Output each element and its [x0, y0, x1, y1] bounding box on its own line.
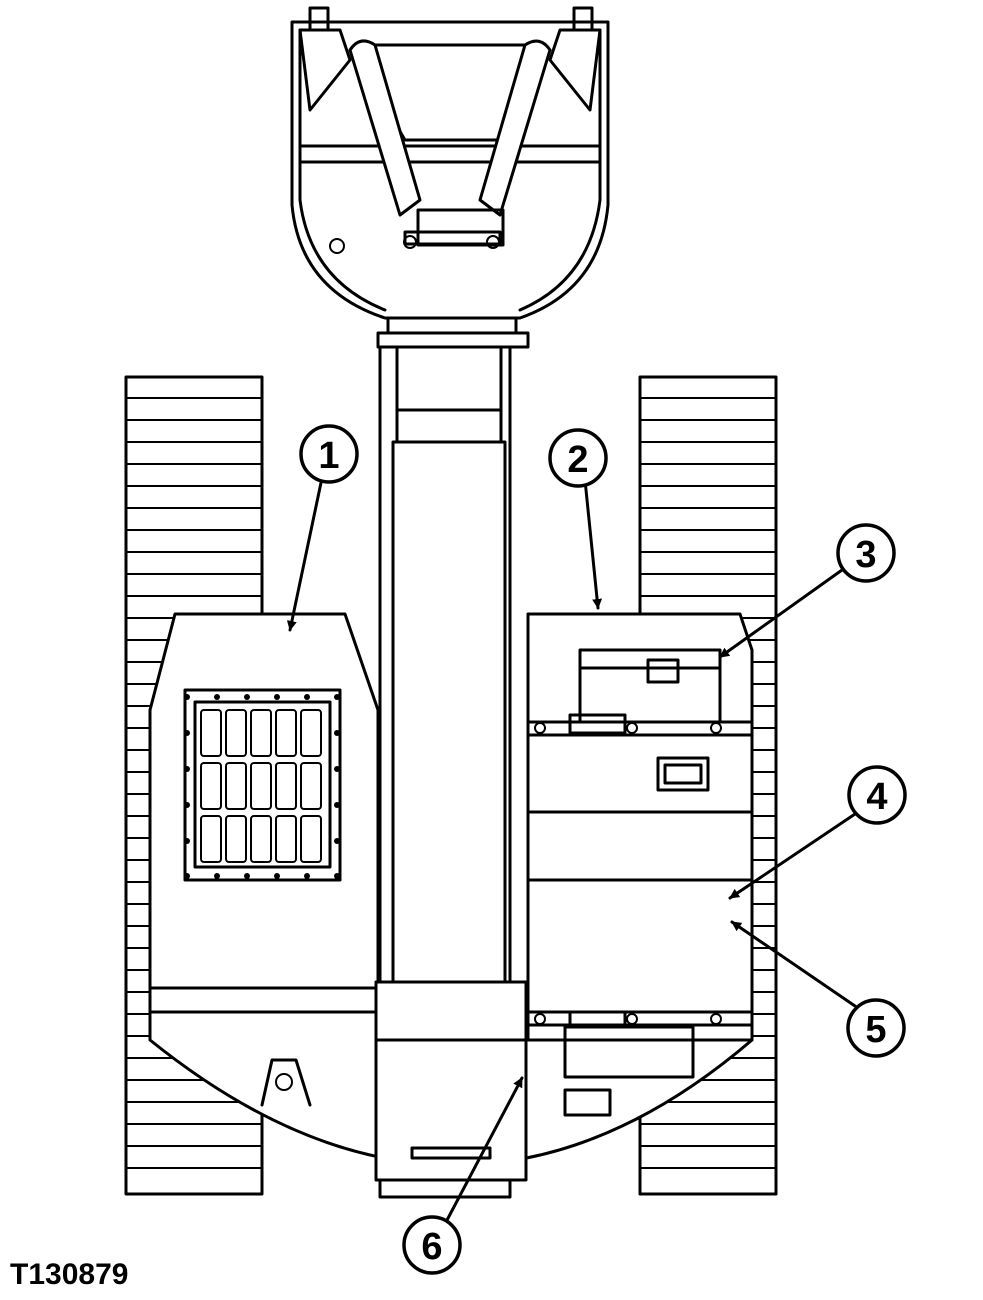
figure-id-label: T130879	[10, 1258, 129, 1291]
callout-5-label: 5	[865, 1009, 886, 1051]
callout-2: 2	[548, 428, 608, 488]
callout-3: 3	[836, 523, 896, 583]
callout-4: 4	[847, 765, 907, 825]
right-service-compartment	[526, 612, 754, 1117]
callout-6: 6	[402, 1215, 462, 1275]
leader-lines	[286, 476, 860, 1224]
callout-1-label: 1	[318, 435, 339, 477]
callout-1: 1	[299, 424, 359, 484]
center-rear-panel	[374, 980, 528, 1182]
callout-5: 5	[846, 998, 906, 1058]
callout-6-label: 6	[421, 1226, 442, 1268]
left-engine-compartment	[148, 612, 380, 990]
callout-4-label: 4	[866, 776, 887, 818]
callout-3-label: 3	[855, 534, 876, 576]
callout-2-label: 2	[567, 439, 588, 481]
